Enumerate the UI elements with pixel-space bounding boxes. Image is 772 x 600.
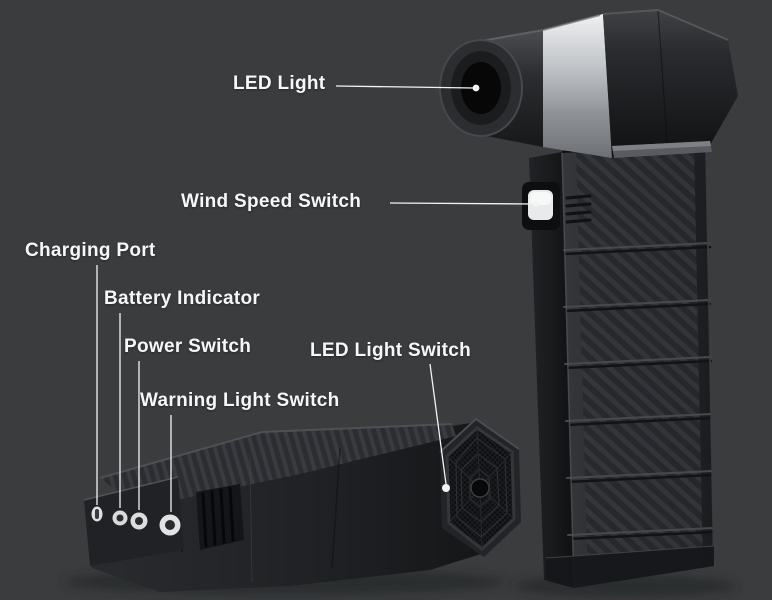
battery-indicator-led bbox=[112, 510, 128, 526]
charging-port-graphic bbox=[91, 506, 103, 522]
head-rear-housing bbox=[603, 10, 738, 158]
power-switch-button bbox=[130, 512, 148, 530]
label-power-switch: Power Switch bbox=[124, 336, 252, 357]
fan-head bbox=[439, 8, 738, 158]
hanging-clip bbox=[612, 141, 712, 158]
target-dot-led-light bbox=[472, 84, 480, 92]
target-dot-led-light-switch bbox=[442, 484, 450, 492]
target-dot-wind-speed-switch bbox=[533, 201, 539, 207]
upright-body-base bbox=[546, 546, 714, 588]
side-vent-slats bbox=[565, 194, 592, 224]
leader-target-dots bbox=[442, 84, 539, 492]
leader-line-led-light-switch bbox=[429, 363, 447, 485]
leader-line-wind-speed-switch bbox=[389, 202, 534, 205]
metal-cone-band bbox=[543, 14, 612, 158]
lying-fan-illustration bbox=[83, 417, 521, 592]
leader-line-led-light bbox=[335, 85, 475, 89]
intake-grille-hex bbox=[439, 417, 521, 557]
label-led-light: LED Light bbox=[233, 73, 326, 94]
upright-body-segments bbox=[562, 242, 715, 541]
leader-lines bbox=[96, 85, 534, 512]
warning-light-switch-button bbox=[159, 514, 181, 536]
nozzle-opening bbox=[439, 39, 523, 137]
upright-body-side bbox=[529, 152, 574, 588]
wind-speed-button bbox=[522, 182, 560, 230]
label-wind-speed-switch: Wind Speed Switch bbox=[181, 191, 362, 212]
lying-body bbox=[86, 422, 517, 592]
label-battery-indicator: Battery Indicator bbox=[104, 288, 261, 309]
label-warning-light-switch: Warning Light Switch bbox=[140, 390, 340, 411]
lying-body-vent bbox=[196, 484, 244, 550]
label-charging-port: Charging Port bbox=[25, 240, 156, 261]
label-led-light-switch: LED Light Switch bbox=[310, 340, 472, 361]
upright-fan-illustration bbox=[439, 8, 738, 589]
